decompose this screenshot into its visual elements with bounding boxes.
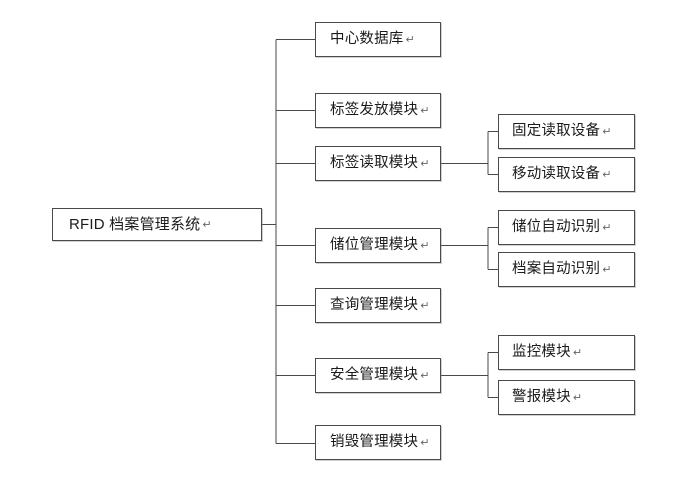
node-fixed-reader[interactable]: 固定读取设备↵ (498, 114, 635, 149)
node-alarm-module-label: 警报模块 (512, 389, 571, 406)
node-alarm-module[interactable]: 警报模块↵ (498, 380, 635, 415)
node-monitor-module-label: 监控模块 (512, 344, 571, 361)
node-root-label: RFID 档案管理系统 (69, 216, 201, 233)
paragraph-mark-icon: ↵ (572, 392, 583, 404)
paragraph-mark-icon: ↵ (420, 300, 430, 312)
paragraph-mark-icon: ↵ (420, 158, 430, 170)
node-tag-reading-label: 标签读取模块 (330, 155, 419, 172)
node-mobile-reader-label: 移动读取设备 (512, 166, 601, 183)
node-tag-issuing[interactable]: 标签发放模块↵ (315, 93, 441, 128)
node-storage-management-label: 储位管理模块 (330, 237, 419, 254)
paragraph-mark-icon: ↵ (202, 219, 212, 231)
paragraph-mark-icon: ↵ (602, 264, 612, 276)
paragraph-mark-icon: ↵ (405, 34, 415, 46)
node-archive-auto-id[interactable]: 档案自动识别↵ (498, 252, 635, 287)
node-destroy-management-label: 销毁管理模块 (330, 434, 419, 451)
paragraph-mark-icon: ↵ (420, 240, 430, 252)
node-security-management[interactable]: 安全管理模块↵ (315, 358, 441, 393)
node-query-management[interactable]: 查询管理模块↵ (315, 288, 441, 323)
node-central-database-label: 中心数据库 (330, 31, 404, 48)
paragraph-mark-icon: ↵ (420, 105, 430, 117)
node-monitor-module[interactable]: 监控模块↵ (498, 335, 635, 370)
node-mobile-reader[interactable]: 移动读取设备↵ (498, 157, 635, 192)
node-query-management-label: 查询管理模块 (330, 297, 419, 314)
node-central-database[interactable]: 中心数据库↵ (315, 22, 441, 57)
paragraph-mark-icon: ↵ (602, 169, 612, 181)
node-destroy-management[interactable]: 销毁管理模块↵ (315, 425, 441, 460)
node-archive-auto-id-label: 档案自动识别 (512, 261, 601, 278)
node-tag-issuing-label: 标签发放模块 (330, 102, 419, 119)
node-fixed-reader-label: 固定读取设备 (512, 123, 601, 140)
paragraph-mark-icon: ↵ (602, 126, 612, 138)
node-slot-auto-id[interactable]: 储位自动识别↵ (498, 210, 635, 245)
node-tag-reading[interactable]: 标签读取模块↵ (315, 146, 441, 181)
paragraph-mark-icon: ↵ (572, 347, 583, 359)
node-security-management-label: 安全管理模块 (330, 367, 419, 384)
node-slot-auto-id-label: 储位自动识别 (512, 219, 601, 236)
paragraph-mark-icon: ↵ (420, 370, 430, 382)
node-root[interactable]: RFID 档案管理系统↵ (52, 208, 262, 241)
paragraph-mark-icon: ↵ (602, 222, 612, 234)
node-storage-management[interactable]: 储位管理模块↵ (315, 228, 441, 263)
paragraph-mark-icon: ↵ (420, 437, 430, 449)
